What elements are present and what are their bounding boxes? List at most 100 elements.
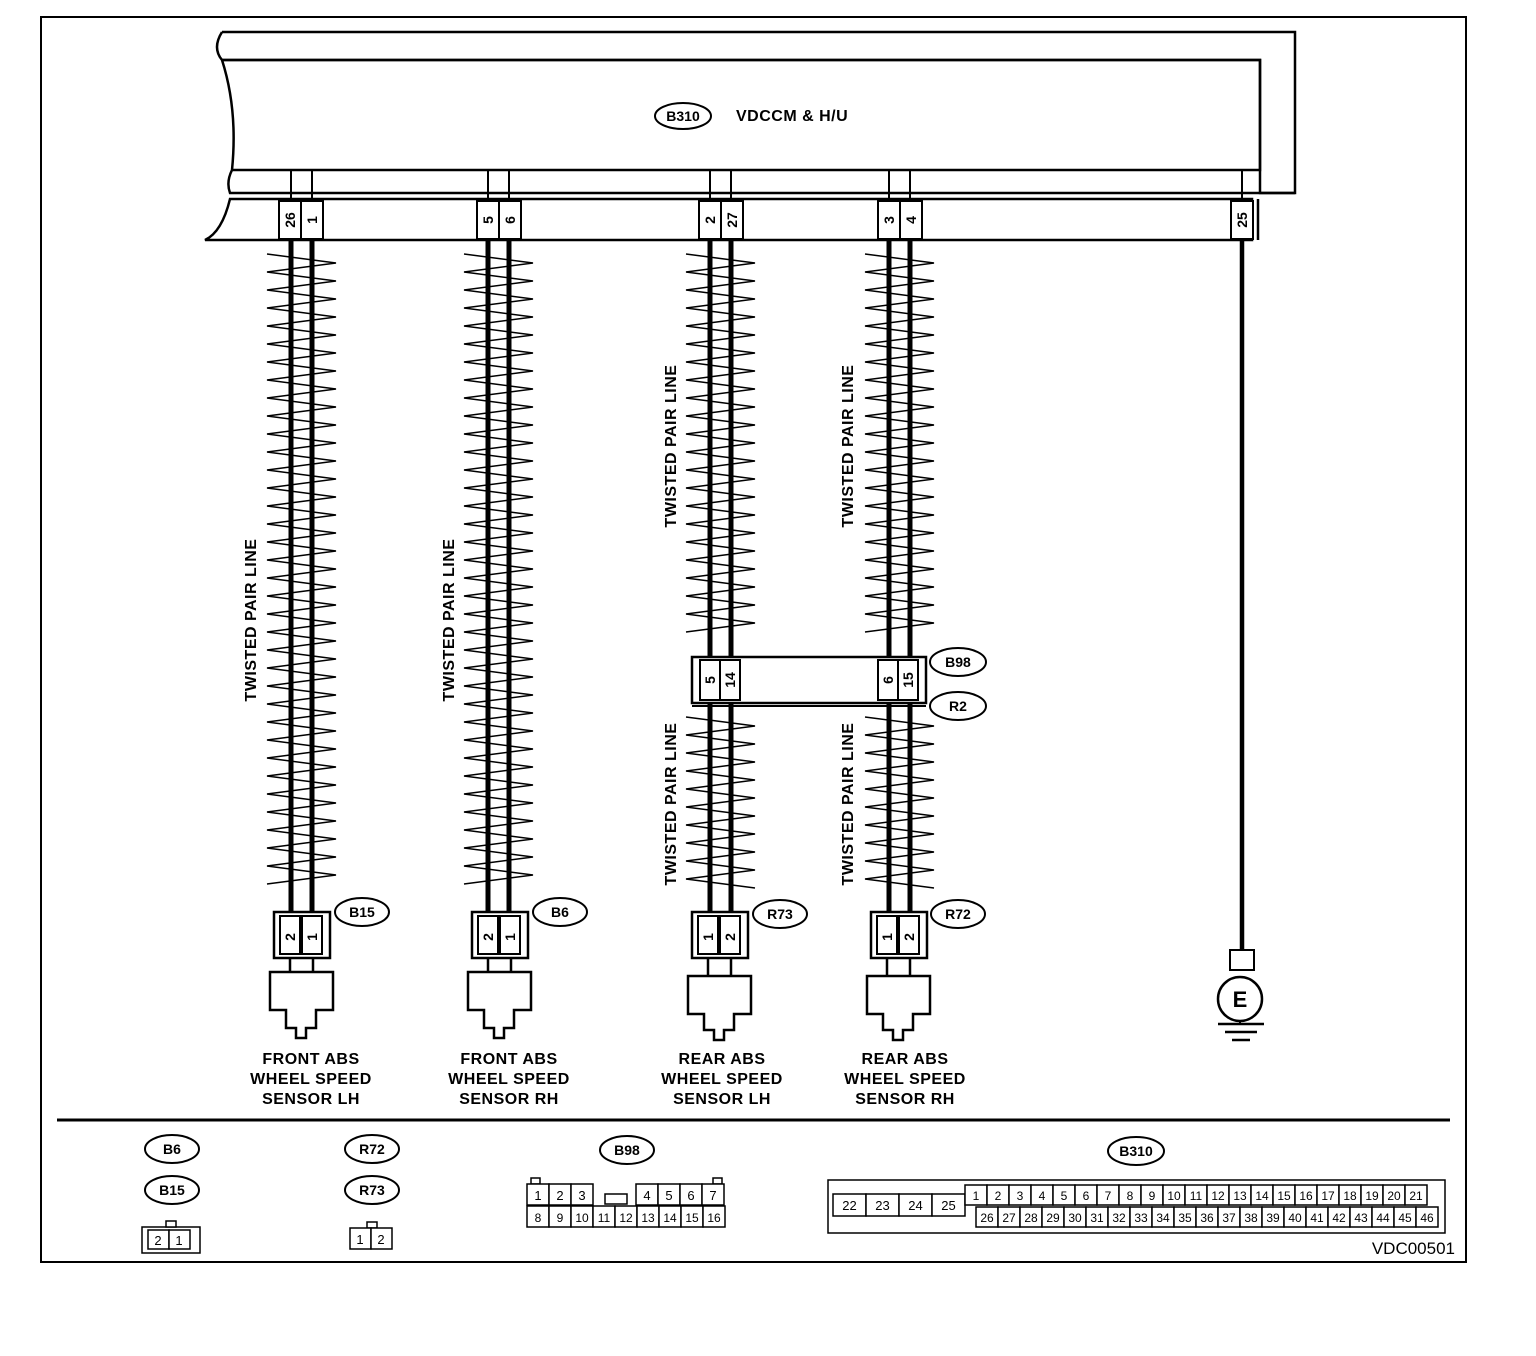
legend-pin: 44	[1376, 1211, 1390, 1225]
legend-pin: 36	[1200, 1211, 1214, 1225]
sensor-caption-3: SENSOR LH	[262, 1091, 360, 1108]
sensor-connector-label: R72	[945, 906, 971, 922]
legend-pin: 1	[175, 1233, 182, 1248]
legend-pin: 21	[1409, 1189, 1423, 1203]
legend-pin-cell	[1404, 1184, 1428, 1206]
twisted-pair-label: TWISTED PAIR LINE	[840, 365, 857, 528]
legend-pin-cell	[1415, 1206, 1439, 1228]
sensor-caption-3: SENSOR LH	[673, 1091, 771, 1108]
sensor-pin: 1	[304, 933, 320, 941]
module-connector-tag	[654, 102, 712, 130]
sensor-pin: 2	[722, 933, 738, 941]
sensor-connector-tag	[532, 897, 588, 927]
twisted-pair-label: TWISTED PAIR LINE	[663, 723, 680, 886]
header-pin: 1	[304, 216, 320, 224]
twisted-pair	[685, 240, 756, 660]
legend-pin: 9	[557, 1211, 564, 1225]
legend-pin: 37	[1222, 1211, 1236, 1225]
legend-pin: 1	[973, 1189, 980, 1203]
twisted-pair-label: TWISTED PAIR LINE	[441, 539, 458, 702]
ground-circuit: E	[1216, 240, 1264, 1042]
legend-pin: 3	[578, 1188, 585, 1203]
legend-pin: 12	[619, 1211, 633, 1225]
sensor-caption-2: WHEEL SPEED	[250, 1071, 372, 1088]
header-pin: 3	[881, 216, 897, 224]
sensor-caption-2: WHEEL SPEED	[844, 1071, 966, 1088]
joint-pin: 14	[722, 672, 738, 688]
header-connector: 26 1 5 6 2 27 3 4 25	[204, 170, 1260, 242]
legend-pin: 5	[1061, 1189, 1068, 1203]
header-pin: 5	[480, 216, 496, 224]
sensor-caption-1: REAR ABS	[679, 1051, 766, 1068]
sensor-pin: 2	[282, 933, 298, 941]
legend-pin: 14	[1255, 1189, 1269, 1203]
sensor-front-lh: 2 1 B15 FRONT ABS WHEEL SPEED SENSOR LH	[250, 897, 390, 1108]
legend-pin: 42	[1332, 1211, 1346, 1225]
sensor-connector-label: B15	[349, 904, 375, 920]
legend-pin: 31	[1090, 1211, 1104, 1225]
legend-pin-cell	[702, 1205, 726, 1228]
joint-tag-lower-label: R2	[949, 698, 967, 714]
joint-tag-lower	[929, 691, 987, 721]
legend-pin: 15	[1277, 1189, 1291, 1203]
sensor-pin: 1	[700, 933, 716, 941]
sensor-rear-lh: 1 2 R73 REAR ABS WHEEL SPEED SENSOR LH	[661, 899, 808, 1108]
joint-pin: 15	[900, 672, 916, 688]
legend-pin: 10	[575, 1211, 589, 1225]
legend-pin: 26	[980, 1211, 994, 1225]
legend-pin: 2	[154, 1233, 161, 1248]
legend-pin: 13	[1233, 1189, 1247, 1203]
legend-pin: 45	[1398, 1211, 1412, 1225]
twisted-pair	[864, 240, 935, 660]
sensor-pin: 2	[480, 933, 496, 941]
legend-pin: 10	[1167, 1189, 1181, 1203]
legend-pin: 5	[665, 1188, 672, 1203]
legend-tag: B310	[1119, 1143, 1153, 1159]
sensor-pin: 2	[901, 933, 917, 941]
legend-pin: 11	[1190, 1189, 1203, 1203]
legend-pin: 6	[1083, 1189, 1090, 1203]
legend-pin: 14	[663, 1211, 677, 1225]
sensor-front-rh: 2 1 B6 FRONT ABS WHEEL SPEED SENSOR RH	[448, 897, 588, 1108]
legend-pin: 16	[1299, 1189, 1313, 1203]
legend-pin: 1	[534, 1188, 541, 1203]
legend-pin: 41	[1310, 1211, 1324, 1225]
legend-pin: 27	[1002, 1211, 1016, 1225]
legend-pin: 22	[842, 1198, 856, 1213]
legend-pin: 19	[1365, 1189, 1379, 1203]
header-pin: 6	[502, 216, 518, 224]
sensor-connector-tag	[752, 899, 808, 929]
twisted-pair	[266, 240, 337, 912]
ground-pin: 25	[1234, 212, 1250, 228]
legend-pin: 30	[1068, 1211, 1082, 1225]
sensor-connector-tag	[930, 899, 986, 929]
legend-pin: 25	[941, 1198, 955, 1213]
legend-pin: 35	[1178, 1211, 1192, 1225]
header-pin: 4	[903, 216, 919, 224]
figure-code: VDC00501	[1372, 1239, 1455, 1258]
legend-tag: R73	[359, 1182, 385, 1198]
sensor-caption-3: SENSOR RH	[459, 1091, 559, 1108]
twisted-pair	[463, 240, 534, 912]
sensor-caption-1: FRONT ABS	[262, 1051, 359, 1068]
legend-pin: 38	[1244, 1211, 1258, 1225]
header-pin: 2	[702, 216, 718, 224]
legend-tag: B15	[159, 1182, 185, 1198]
legend-pin: 20	[1387, 1189, 1401, 1203]
control-module: B310 VDCCM & H/U	[215, 30, 1297, 195]
legend-pin: 12	[1211, 1189, 1225, 1203]
sensor-connector-label: R73	[767, 906, 793, 922]
legend-pin: 8	[535, 1211, 542, 1225]
ground-symbol-label: E	[1233, 987, 1248, 1012]
legend-pin: 4	[643, 1188, 650, 1203]
legend-pin: 17	[1321, 1189, 1335, 1203]
legend-pin: 1	[356, 1232, 363, 1247]
sensor-caption-3: SENSOR RH	[855, 1091, 955, 1108]
legend-pin: 11	[598, 1211, 611, 1225]
sensor-caption-2: WHEEL SPEED	[661, 1071, 783, 1088]
legend-tag: R72	[359, 1141, 385, 1157]
sensor-caption-1: FRONT ABS	[460, 1051, 557, 1068]
